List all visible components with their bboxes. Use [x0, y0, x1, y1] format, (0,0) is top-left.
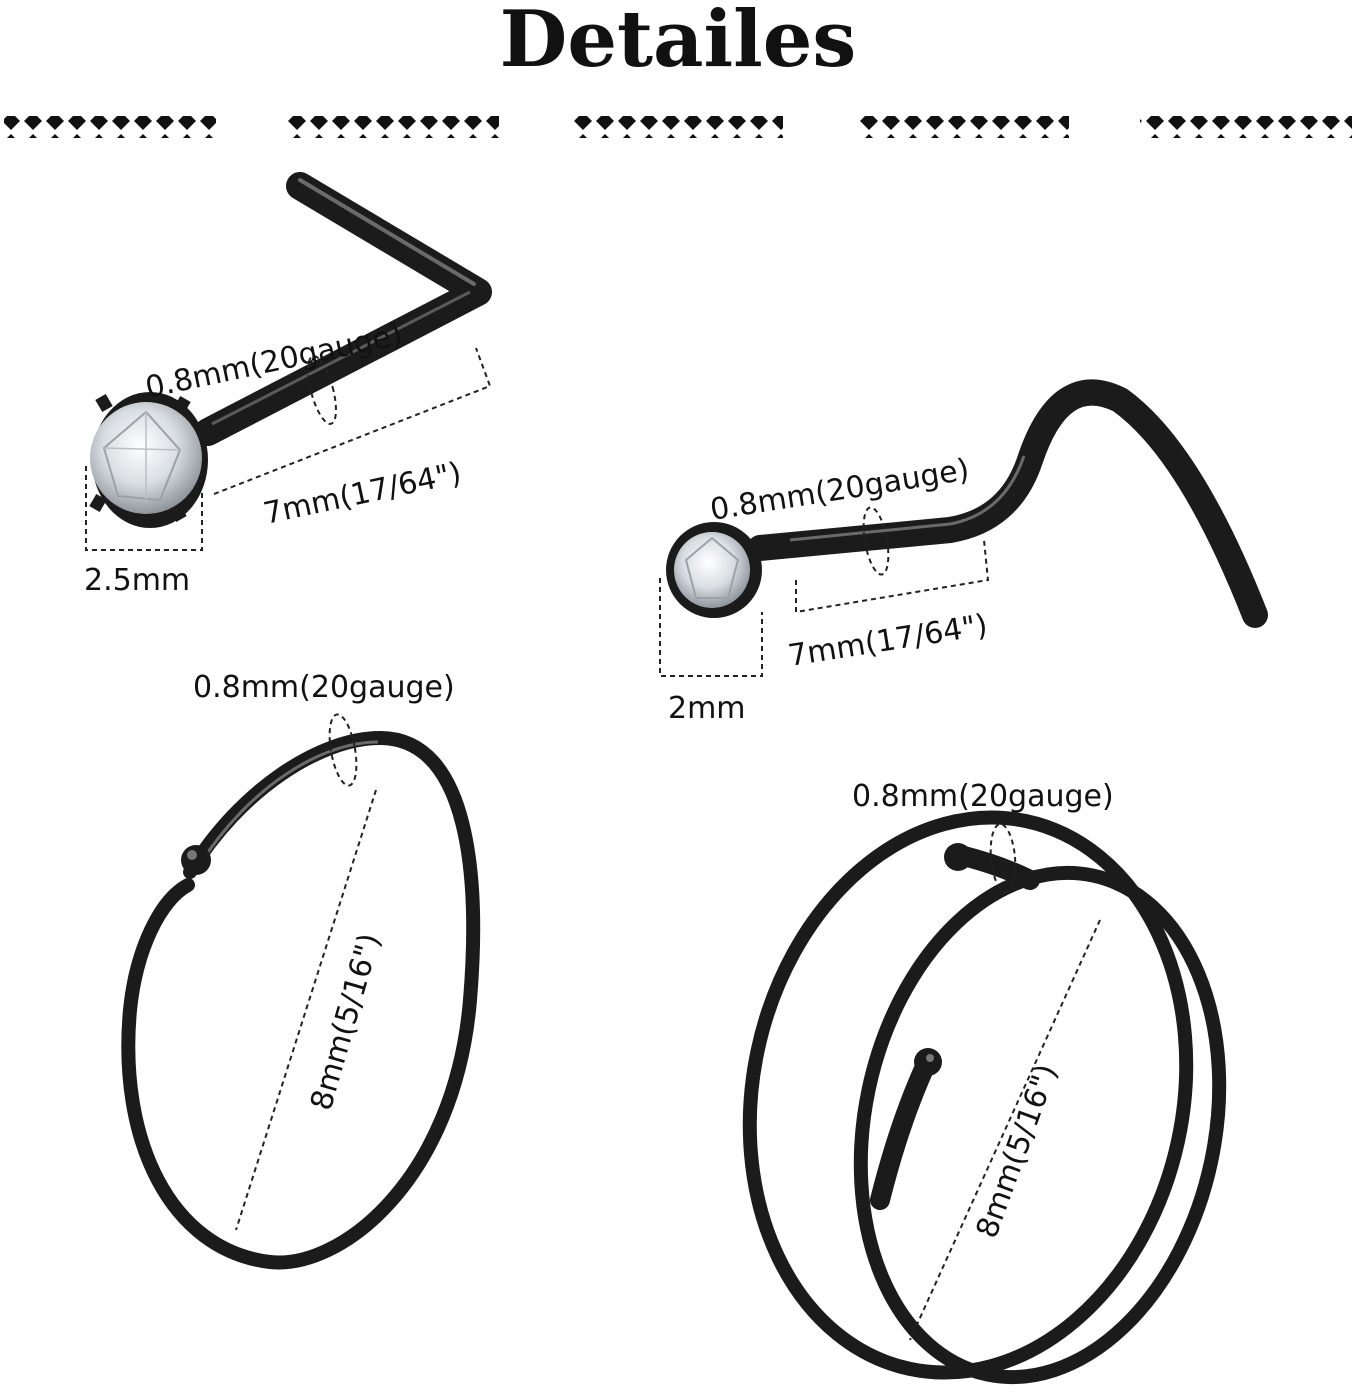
screw-stud-length-label: 7mm(17/64") — [786, 608, 990, 674]
open-hoop-dimension-guides — [235, 713, 377, 1231]
spiral-hoop-wire-label: 0.8mm(20gauge) — [852, 779, 1114, 814]
l-stud-dimension-guides — [85, 347, 492, 551]
open-hoop-diameter-label: 8mm(5/16") — [304, 930, 388, 1115]
spiral-hoop-ring — [742, 810, 1227, 1385]
spiral-hoop-dimension-guides — [909, 823, 1101, 1341]
gem-icon — [674, 532, 750, 608]
screw-stud-wire-label: 0.8mm(20gauge) — [708, 452, 972, 528]
page-title: Detailes — [499, 0, 857, 85]
open-hoop-wire-label: 0.8mm(20gauge) — [193, 670, 455, 705]
spiral-hoop-diameter-label: 8mm(5/16") — [970, 1060, 1065, 1243]
l-stud-gem-label: 2.5mm — [84, 563, 190, 598]
l-stud-length-label: 7mm(17/64") — [260, 456, 464, 532]
screw-nose-stud — [666, 379, 1268, 628]
screw-stud-gem-label: 2mm — [668, 691, 746, 726]
l-shape-nose-stud — [89, 172, 492, 528]
divider-ornament — [4, 116, 1352, 138]
open-hoop-ring — [121, 730, 481, 1270]
screw-stud-dimension-guides — [659, 506, 990, 677]
